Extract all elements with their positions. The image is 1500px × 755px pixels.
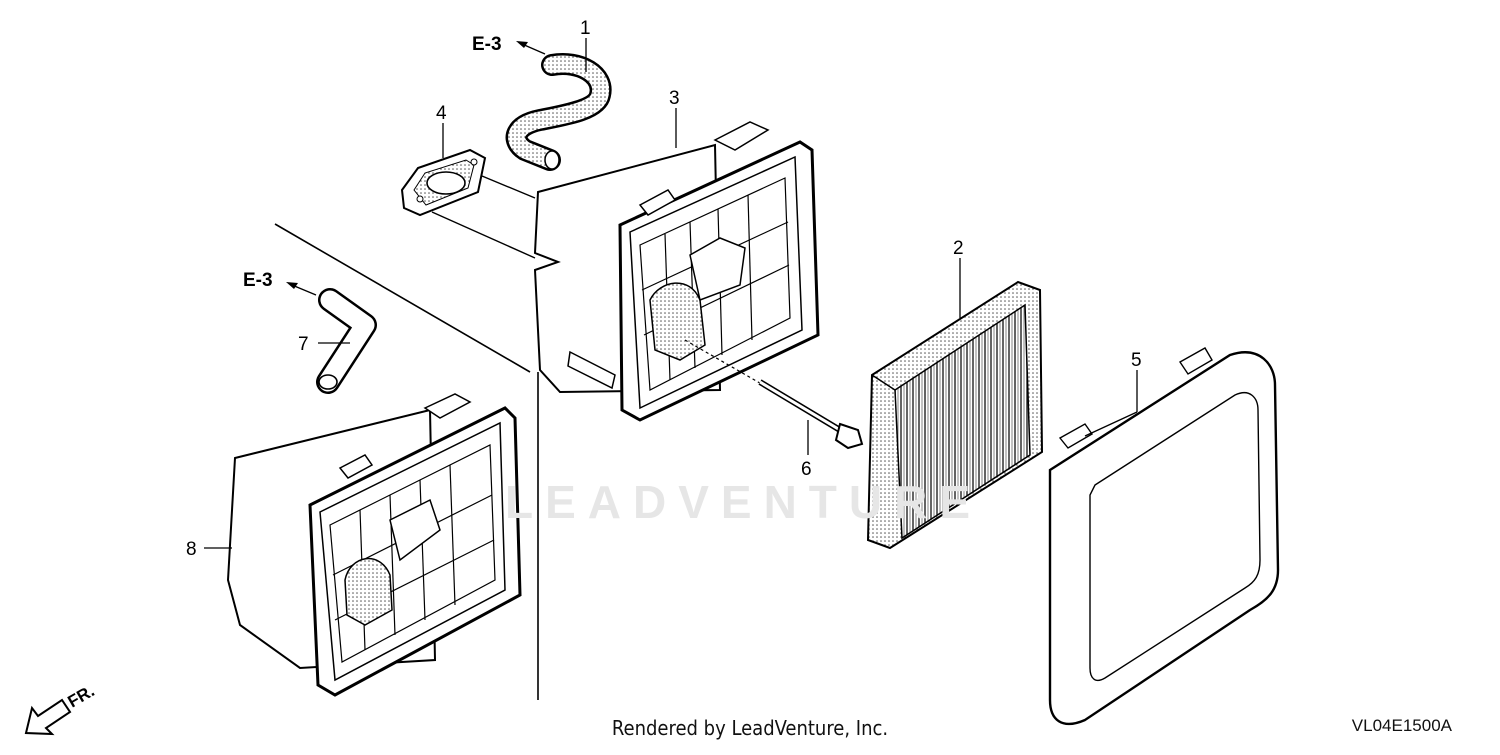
callout-8: 8	[186, 539, 197, 560]
group-frame	[274, 223, 539, 700]
callout-5: 5	[1131, 350, 1142, 371]
watermark: LEADVENTURE	[505, 476, 983, 528]
air-cleaner-case	[533, 121, 820, 422]
gasket	[400, 148, 536, 259]
callout-4: 4	[436, 103, 447, 124]
breather-tube-lower	[316, 288, 377, 394]
callout-6: 6	[801, 459, 812, 480]
ref-label-e3-upper: E-3	[472, 34, 502, 55]
air-filter-element	[866, 280, 1044, 550]
callout-1: 1	[580, 18, 591, 39]
callout-2: 2	[953, 238, 964, 259]
diagram-code: VL04E1500A	[1351, 716, 1452, 735]
ref-arrow-1	[516, 41, 546, 55]
callout-7: 7	[298, 334, 309, 355]
ref-label-e3-lower: E-3	[243, 270, 273, 291]
front-direction-label: FR.	[65, 681, 98, 711]
bolt	[684, 339, 864, 450]
callout-3: 3	[669, 88, 680, 109]
air-cleaner-case-assembly	[226, 393, 522, 697]
air-cleaner-cover	[1048, 347, 1280, 726]
ref-arrow-2	[286, 282, 317, 296]
leader-lines	[204, 38, 1138, 549]
render-credit: Rendered by LeadVenture, Inc.	[611, 716, 889, 740]
breather-tube-upper	[505, 53, 612, 171]
